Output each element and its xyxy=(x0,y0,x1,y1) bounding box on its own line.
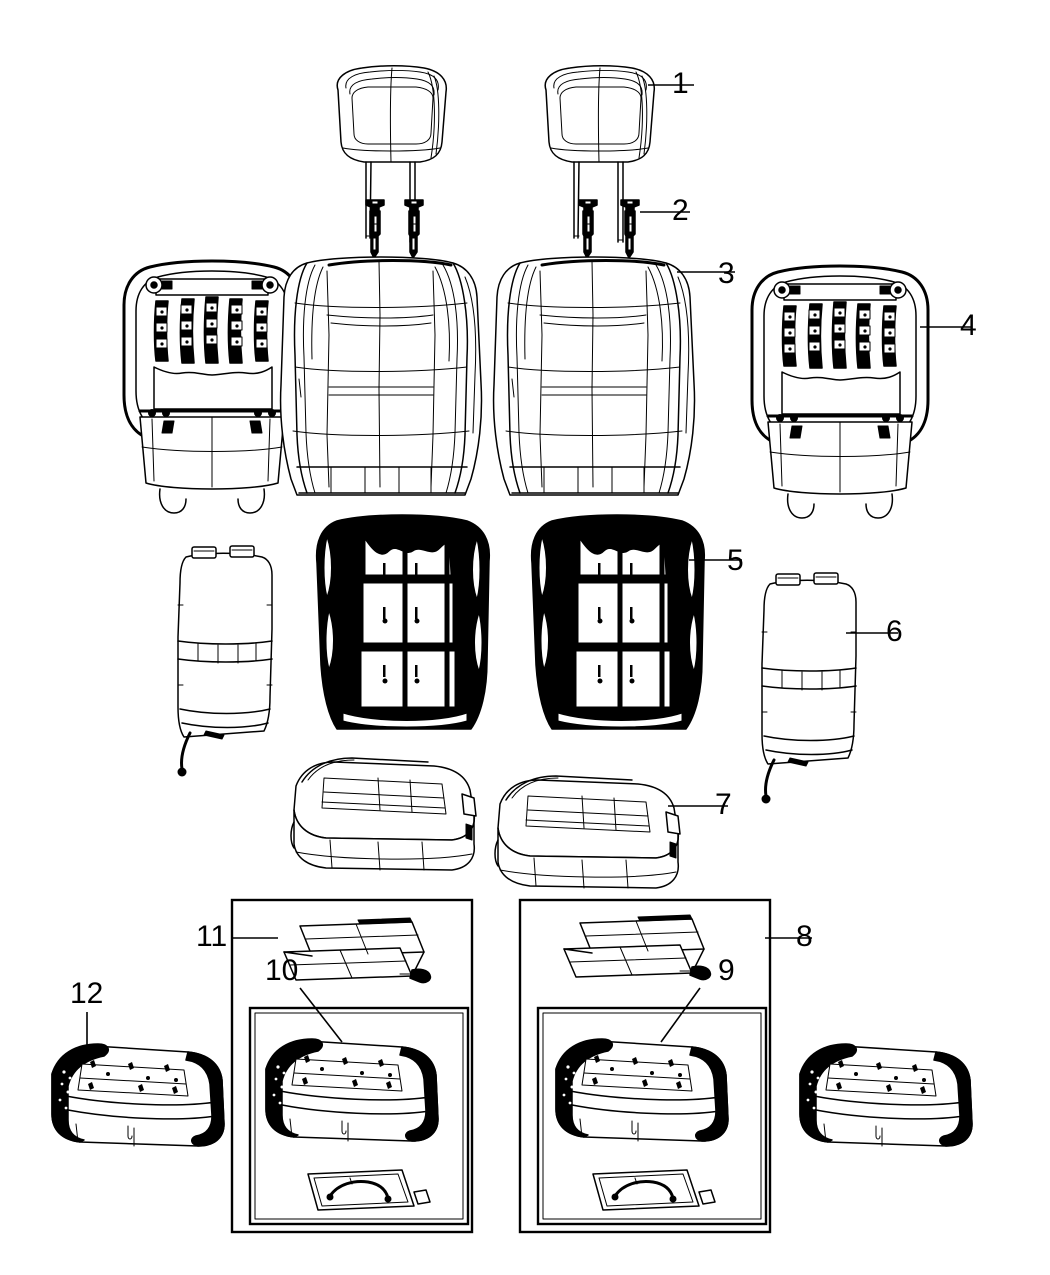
callout-9: 9 xyxy=(718,954,735,987)
callout-5: 5 xyxy=(727,544,744,577)
leader-10 xyxy=(299,987,343,1043)
seat-cushion-foam-left xyxy=(265,1038,439,1142)
seat-back-foam-left xyxy=(315,514,491,730)
callout-8: 8 xyxy=(796,920,813,953)
seat-cushion-cover-left xyxy=(290,757,477,871)
callout-4: 4 xyxy=(960,309,977,342)
occupant-sensor-mat-right xyxy=(591,1168,717,1212)
outer-box-left xyxy=(230,898,474,1234)
seat-back-frame-left xyxy=(122,259,302,515)
callout-7: 7 xyxy=(715,788,732,821)
seat-cushion-heater-pad-left xyxy=(283,917,432,984)
seat-cushion-foam-far-right xyxy=(799,1043,973,1147)
leader-9 xyxy=(660,987,701,1043)
leader-lines xyxy=(86,84,972,1058)
seat-back-heater-right xyxy=(760,571,858,805)
seat-cushion-foam-right xyxy=(555,1038,729,1142)
guide-sleeve-left-pair xyxy=(365,199,424,259)
inner-box-right xyxy=(536,1006,768,1226)
head-restraint-right xyxy=(544,65,656,243)
occupant-sensor-mat-left xyxy=(306,1168,432,1212)
callout-3: 3 xyxy=(718,257,735,290)
seat-back-frame-right xyxy=(750,264,930,520)
seat-cushion-heater-pad-right xyxy=(563,914,712,981)
seat-back-cover-right xyxy=(492,255,697,497)
inner-box-right-inline xyxy=(542,1012,762,1220)
seat-cushion-foam-far-left xyxy=(51,1043,225,1147)
inner-box-left-inline xyxy=(254,1012,464,1220)
seat-cushion-cover-right xyxy=(494,775,681,889)
inner-box-left xyxy=(248,1006,470,1226)
guide-sleeve-right-pair xyxy=(578,199,640,259)
seat-back-heater-left xyxy=(176,544,274,778)
callout-10: 10 xyxy=(265,954,298,987)
callout-6: 6 xyxy=(886,615,903,648)
seat-back-foam-right xyxy=(530,514,706,730)
callout-1: 1 xyxy=(672,67,689,100)
callout-12: 12 xyxy=(70,977,103,1010)
head-restraint-left xyxy=(336,65,448,243)
callout-labels: 1 2 3 4 5 6 7 8 9 10 11 12 xyxy=(70,67,977,1010)
callout-2: 2 xyxy=(672,194,689,227)
callout-11: 11 xyxy=(196,920,227,953)
outer-box-right xyxy=(518,898,772,1234)
seat-back-cover-left xyxy=(279,255,484,497)
